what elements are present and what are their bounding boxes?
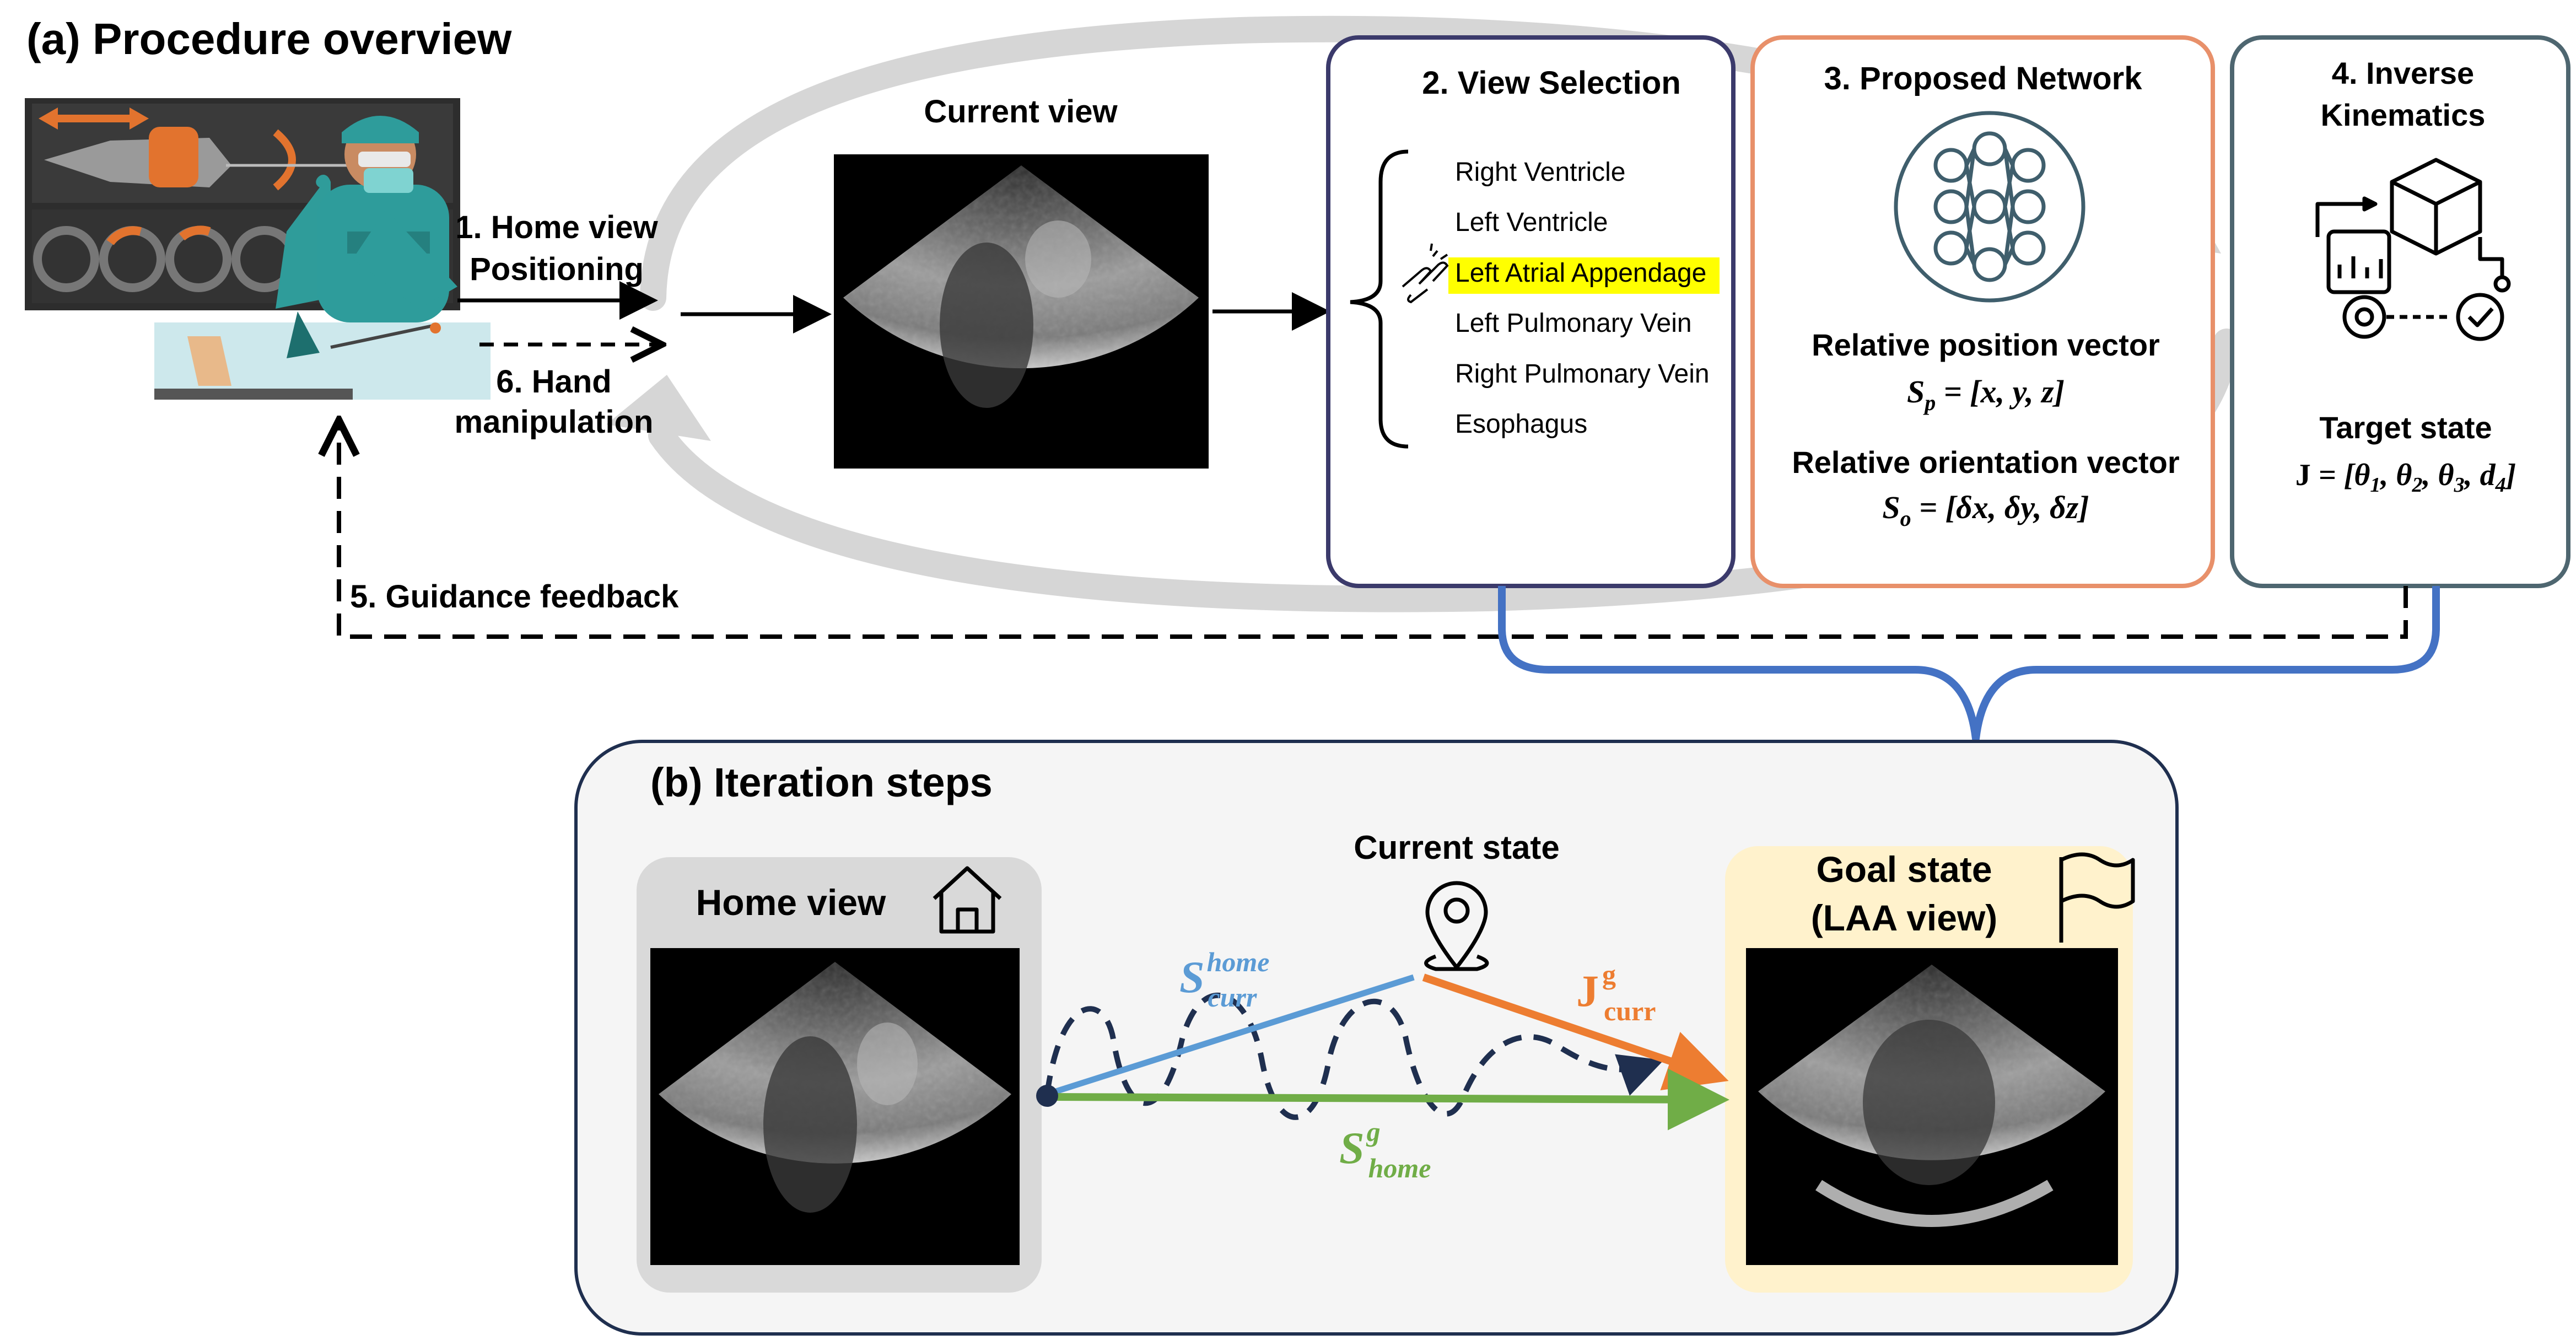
goal-view-ultrasound-image [1746,948,2118,1265]
orientation-vector-formula: So = [δx, δy, δz] [1882,489,2089,531]
view-option-esophagus[interactable]: Esophagus [1455,410,1587,439]
network-box [1750,35,2215,588]
guidance-feedback-arrow [339,424,2408,639]
goal-state-line2: (LAA view) [1811,897,1998,938]
view-selection-title: 2. View Selection [1422,65,1681,101]
current-view-ultrasound-image [834,154,1209,469]
section-b-title: (b) Iteration steps [650,760,993,805]
neural-network-icon [1894,111,2085,303]
orientation-vector-label: Relative orientation vector [1792,445,2179,480]
flag-icon [2059,852,2135,943]
kinematics-cube-icon [2315,158,2511,341]
step1-line1: 1. Home view [455,209,658,245]
iteration-bracket [1498,586,2440,742]
current-view-label: Current view [924,94,1118,130]
vector-home-goal [1047,1068,1729,1131]
clinician-icon [154,116,491,400]
view-option-left-ventricle[interactable]: Left Ventricle [1455,208,1608,237]
pointing-hand-icon [1402,243,1449,304]
view-selection-box [1326,35,1736,588]
current-state-label: Current state [1354,829,1559,866]
location-pin-icon [1424,881,1489,971]
vector-goal-curr [1422,973,1729,1091]
step5-label: 5. Guidance feedback [350,579,679,615]
view-option-right-ventricle[interactable]: Right Ventricle [1455,158,1626,187]
home-view-ultrasound-image [650,948,1020,1265]
step1-line2: Positioning [470,251,644,287]
view-option-left-pulmonary-vein[interactable]: Left Pulmonary Vein [1455,309,1692,338]
goal-state-line1: Goal state [1816,849,1992,890]
view-option-right-pulmonary-vein[interactable]: Right Pulmonary Vein [1455,359,1710,389]
network-title: 3. Proposed Network [1824,61,2143,96]
vector-home-curr [1046,974,1415,1097]
home-view-label: Home view [696,882,886,923]
step6-line1: 6. Hand [496,364,612,400]
kinematics-box [2230,35,2570,588]
kinematics-title-line2: Kinematics [2321,98,2486,132]
target-state-formula: J = [θ1, θ2, θ3, d4] [2295,458,2516,497]
step6-line2: manipulation [455,404,654,440]
view-option-left-atrial-appendage[interactable]: Left Atrial Appendage [1455,259,1706,288]
position-vector-label: Relative position vector [1812,327,2160,362]
home-state-dot [1036,1085,1058,1107]
target-state-label: Target state [2319,410,2492,445]
selected-option-highlight [1448,257,1720,294]
house-icon [933,866,1002,934]
section-a-title: (a) Procedure overview [26,14,512,63]
kinematics-title-line1: 4. Inverse [2332,56,2474,90]
view-selection-bracket [1350,149,1409,449]
